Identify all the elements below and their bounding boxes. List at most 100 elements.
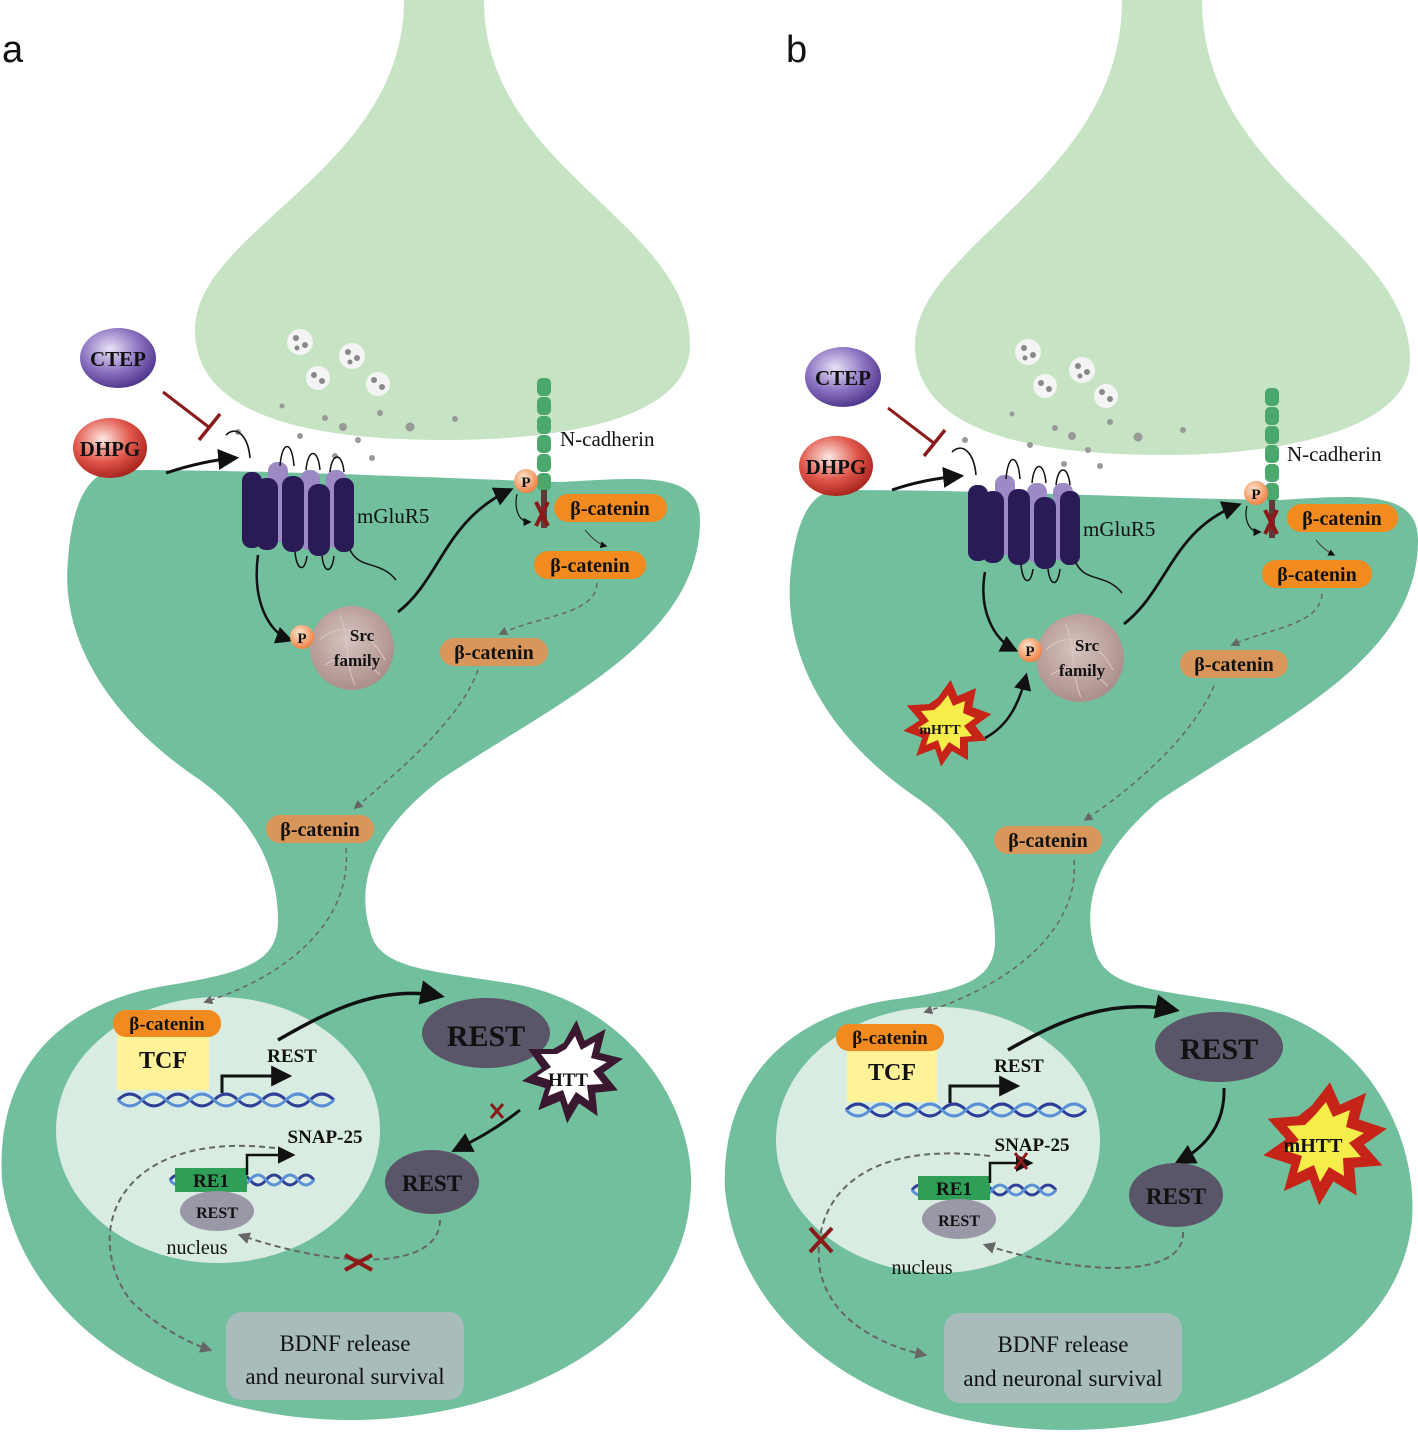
tcf-factor bbox=[117, 1028, 209, 1090]
svg-text:BDNF release: BDNF release bbox=[998, 1332, 1129, 1357]
panel-letter: b bbox=[786, 29, 807, 71]
svg-text:β-catenin: β-catenin bbox=[1277, 564, 1356, 586]
beta-catenin-bound: β-catenin bbox=[554, 494, 667, 522]
rest-protein-small: REST bbox=[1129, 1163, 1223, 1227]
svg-text:and neuronal survival: and neuronal survival bbox=[245, 1364, 444, 1389]
beta-catenin-faded: β-catenin bbox=[440, 638, 548, 666]
synaptic-vesicles bbox=[1015, 339, 1118, 408]
re1-element bbox=[175, 1168, 247, 1192]
tcf-label: TCF bbox=[868, 1060, 916, 1086]
dhpg-label: DHPG bbox=[80, 437, 141, 461]
dna-rest-promoter bbox=[116, 1092, 336, 1108]
rest-protein-small: REST bbox=[385, 1150, 479, 1214]
phospho-p-src: P bbox=[290, 625, 314, 649]
n-cadherin-label: N-cadherin bbox=[560, 427, 655, 451]
svg-text:β-catenin: β-catenin bbox=[129, 1014, 205, 1035]
beta-catenin-axon: β-catenin bbox=[994, 826, 1102, 854]
snap25-label: SNAP-25 bbox=[995, 1135, 1070, 1156]
phospho-p-src: P bbox=[1018, 638, 1042, 662]
ctep-compound: CTEP bbox=[805, 347, 881, 407]
dhpg-compound: DHPG bbox=[73, 418, 147, 478]
panel-b: b CTEP DHPG bbox=[724, 0, 1418, 1430]
beta-catenin-nuclear: β-catenin bbox=[113, 1010, 221, 1037]
block-x bbox=[489, 1103, 505, 1119]
svg-text:β-catenin: β-catenin bbox=[550, 555, 629, 577]
ctep-inhibition bbox=[162, 390, 211, 430]
phospho-p-cadherin: P bbox=[514, 469, 538, 493]
dhpg-activation bbox=[891, 466, 965, 492]
ctep-compound: CTEP bbox=[80, 328, 156, 388]
rest-bound: REST bbox=[922, 1199, 996, 1239]
mglur5-label: mGluR5 bbox=[1083, 517, 1155, 541]
rest-protein-large: REST bbox=[422, 998, 550, 1068]
n-cadherin-label: N-cadherin bbox=[1287, 442, 1382, 466]
beta-catenin-released: β-catenin bbox=[534, 551, 646, 579]
svg-text:REST: REST bbox=[1180, 1033, 1258, 1066]
svg-text:β-catenin: β-catenin bbox=[1302, 508, 1381, 530]
svg-text:family: family bbox=[334, 651, 381, 670]
ctep-label: CTEP bbox=[815, 366, 871, 390]
nucleus-label: nucleus bbox=[166, 1237, 227, 1259]
dhpg-activation bbox=[165, 448, 240, 475]
block-x bbox=[1013, 1152, 1029, 1170]
re1-element bbox=[918, 1176, 990, 1200]
svg-text:BDNF release: BDNF release bbox=[280, 1331, 411, 1356]
svg-text:P: P bbox=[1251, 487, 1260, 503]
rest-protein-large: REST bbox=[1155, 1012, 1283, 1082]
src-family-kinase: Src family bbox=[1036, 614, 1124, 702]
svg-text:REST: REST bbox=[402, 1171, 462, 1196]
mhtt-protein-small: mHTT bbox=[903, 679, 992, 767]
svg-text:REST: REST bbox=[196, 1205, 238, 1222]
ctep-inhibition bbox=[887, 406, 936, 446]
htt-protein: HTT bbox=[521, 1019, 624, 1124]
svg-text:β-catenin: β-catenin bbox=[280, 819, 359, 841]
svg-text:RE1: RE1 bbox=[936, 1179, 972, 1200]
svg-text:REST: REST bbox=[1146, 1184, 1206, 1209]
src-family-kinase: Src family bbox=[310, 606, 394, 690]
presynaptic-terminal bbox=[195, 0, 690, 440]
mhtt-label-large: mHTT bbox=[1284, 1135, 1344, 1157]
bdnf-outcome-box: BDNF release and neuronal survival bbox=[944, 1313, 1182, 1403]
nucleus-label: nucleus bbox=[891, 1257, 952, 1279]
svg-text:β-catenin: β-catenin bbox=[570, 498, 649, 520]
mglur5-receptor bbox=[225, 430, 397, 581]
tcf-label: TCF bbox=[139, 1048, 187, 1074]
block-x bbox=[1263, 509, 1279, 535]
rest-gene-label: REST bbox=[994, 1056, 1044, 1077]
bdnf-outcome-box: BDNF release and neuronal survival bbox=[226, 1312, 464, 1400]
presynaptic-terminal bbox=[915, 0, 1410, 455]
rest-bound: REST bbox=[180, 1191, 254, 1231]
dhpg-compound: DHPG bbox=[799, 436, 873, 496]
beta-catenin-faded: β-catenin bbox=[1180, 650, 1288, 678]
beta-catenin-axon: β-catenin bbox=[266, 815, 374, 843]
beta-catenin-nuclear: β-catenin bbox=[836, 1024, 944, 1051]
block-x bbox=[534, 501, 550, 527]
snap25-label: SNAP-25 bbox=[288, 1127, 363, 1148]
beta-catenin-released: β-catenin bbox=[1262, 560, 1372, 588]
svg-text:RE1: RE1 bbox=[193, 1171, 229, 1192]
svg-text:β-catenin: β-catenin bbox=[454, 642, 533, 664]
panel-a: a CTEP DHPG bbox=[1, 0, 700, 1420]
svg-text:β-catenin: β-catenin bbox=[1008, 830, 1087, 852]
phospho-p-cadherin: P bbox=[1244, 481, 1268, 505]
svg-text:Src: Src bbox=[1075, 636, 1100, 655]
block-x bbox=[808, 1226, 834, 1254]
mglur5-label: mGluR5 bbox=[357, 504, 429, 528]
svg-text:and neuronal survival: and neuronal survival bbox=[963, 1366, 1162, 1391]
svg-text:β-catenin: β-catenin bbox=[1194, 654, 1273, 676]
panel-letter: a bbox=[2, 29, 24, 71]
synaptic-vesicles bbox=[287, 329, 390, 396]
mhtt-label: mHTT bbox=[919, 723, 961, 738]
dna-rest-promoter bbox=[844, 1102, 1088, 1118]
glutamate-particles bbox=[962, 411, 1186, 469]
ctep-label: CTEP bbox=[90, 347, 146, 371]
beta-catenin-bound: β-catenin bbox=[1287, 504, 1398, 532]
svg-text:Src: Src bbox=[350, 626, 375, 645]
svg-text:P: P bbox=[1025, 644, 1034, 660]
svg-text:P: P bbox=[297, 631, 306, 647]
svg-text:family: family bbox=[1059, 661, 1106, 680]
mglur5-receptor bbox=[951, 447, 1123, 594]
block-x bbox=[344, 1253, 373, 1272]
svg-text:P: P bbox=[521, 475, 530, 491]
